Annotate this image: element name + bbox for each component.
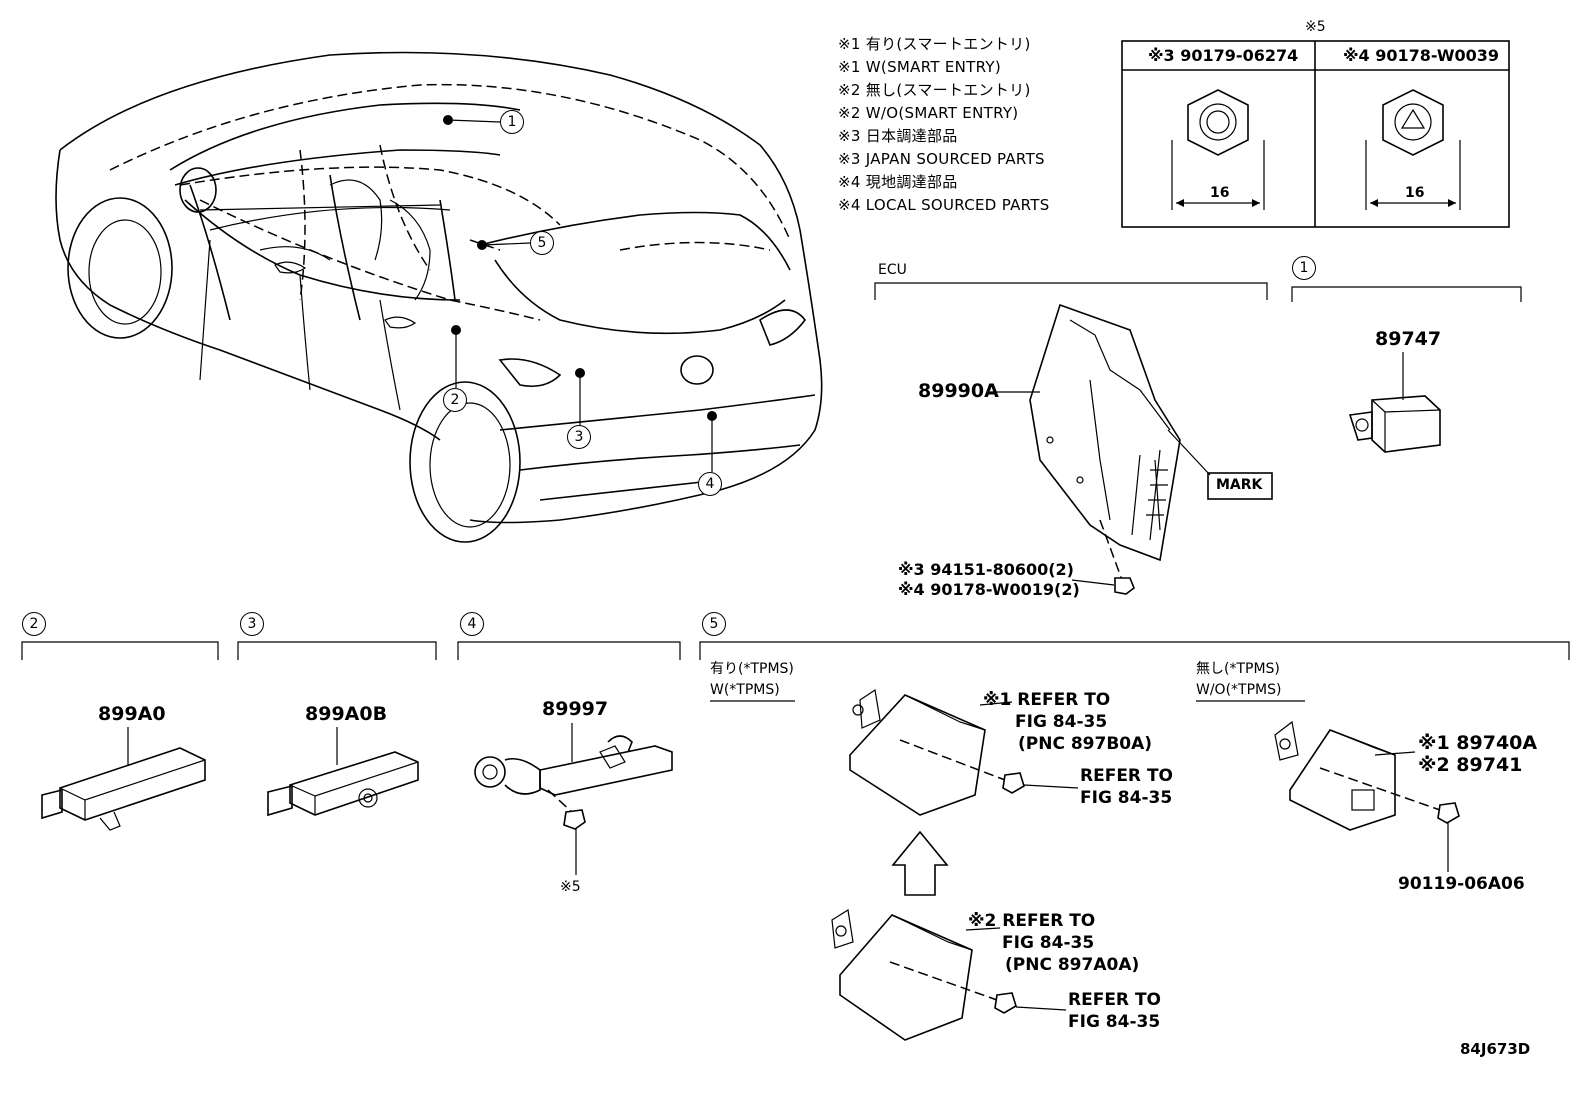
ecu-mark-label: MARK: [1216, 477, 1263, 493]
note-line: ※1 W(SMART ENTRY): [838, 58, 1001, 76]
lower-bolt-refer-1: REFER TO: [1068, 990, 1161, 1010]
vehicle-illustration: [55, 51, 823, 543]
nut-right-dimension: 16: [1405, 185, 1425, 201]
upper-refer-line-3: (PNC 897B0A): [1018, 734, 1153, 754]
note-line: ※3 JAPAN SOURCED PARTS: [838, 150, 1045, 168]
section-4-number: 4: [460, 612, 484, 636]
section-5-illustration: [710, 688, 1460, 1041]
upper-refer-line-1: ※1 REFER TO: [983, 690, 1111, 710]
section-4-nut-note: ※5: [560, 879, 581, 895]
nut-right-header: ※4 90178-W0039: [1343, 46, 1500, 65]
section-4-part-number: 89997: [542, 698, 609, 720]
ecu-fastener-1: ※3 94151-80600(2): [898, 560, 1074, 579]
figure-code: 84J673D: [1460, 1040, 1531, 1058]
note-line: ※1 有り(スマートエントリ): [838, 35, 1031, 53]
callout-2[interactable]: 2: [443, 388, 467, 412]
lower-refer-line-3: (PNC 897A0A): [1005, 955, 1140, 975]
right-module-part-1: ※1 89740A: [1418, 732, 1538, 754]
note-line: ※4 現地調達部品: [838, 173, 958, 191]
note-line: ※4 LOCAL SOURCED PARTS: [838, 196, 1050, 214]
right-bolt-part-number: 90119-06A06: [1398, 874, 1525, 894]
nut-left-dimension: 16: [1210, 185, 1230, 201]
section-5-number: 5: [702, 612, 726, 636]
section-3-illustration: [267, 727, 419, 817]
section-4-illustration: [474, 723, 673, 875]
note-line: ※2 W/O(SMART ENTRY): [838, 104, 1019, 122]
nut-left-header: ※3 90179-06274: [1148, 46, 1299, 65]
note-line: ※2 無し(スマートエントリ): [838, 81, 1031, 99]
section-1-illustration: [1291, 286, 1522, 453]
callout-4[interactable]: 4: [698, 472, 722, 496]
section-3-number: 3: [240, 612, 264, 636]
section-2-part-number: 899A0: [98, 703, 166, 725]
right-module-part-2: ※2 89741: [1418, 754, 1523, 776]
without-tpms-en: W/O(*TPMS): [1196, 682, 1282, 698]
section-3-part-number: 899A0B: [305, 703, 388, 725]
upper-refer-line-2: FIG 84-35: [1015, 712, 1108, 732]
callout-3[interactable]: 3: [567, 425, 591, 449]
ecu-illustration: [874, 282, 1273, 595]
callout-1[interactable]: 1: [500, 110, 524, 134]
section-2-number: 2: [22, 612, 46, 636]
lower-refer-line-2: FIG 84-35: [1002, 933, 1095, 953]
ecu-part-number: 89990A: [918, 380, 999, 402]
section-2-illustration: [41, 727, 206, 831]
ecu-fastener-2: ※4 90178-W0019(2): [898, 580, 1080, 599]
without-tpms-jp: 無し(*TPMS): [1196, 661, 1280, 677]
nut-table-frame: [1121, 40, 1510, 228]
with-tpms-jp: 有り(*TPMS): [710, 661, 794, 677]
section-1-number: 1: [1292, 256, 1316, 280]
section-1-part-number: 89747: [1375, 328, 1442, 350]
lower-bolt-refer-2: FIG 84-35: [1068, 1012, 1161, 1032]
nut-table-title: ※5: [1305, 19, 1326, 35]
section-brackets: [21, 641, 1570, 660]
note-line: ※3 日本調達部品: [838, 127, 958, 145]
upper-bolt-refer-2: FIG 84-35: [1080, 788, 1173, 808]
callout-5[interactable]: 5: [530, 231, 554, 255]
upper-bolt-refer-1: REFER TO: [1080, 766, 1173, 786]
lower-refer-line-1: ※2 REFER TO: [968, 911, 1096, 931]
with-tpms-en: W(*TPMS): [710, 682, 780, 698]
ecu-label: ECU: [878, 262, 907, 278]
